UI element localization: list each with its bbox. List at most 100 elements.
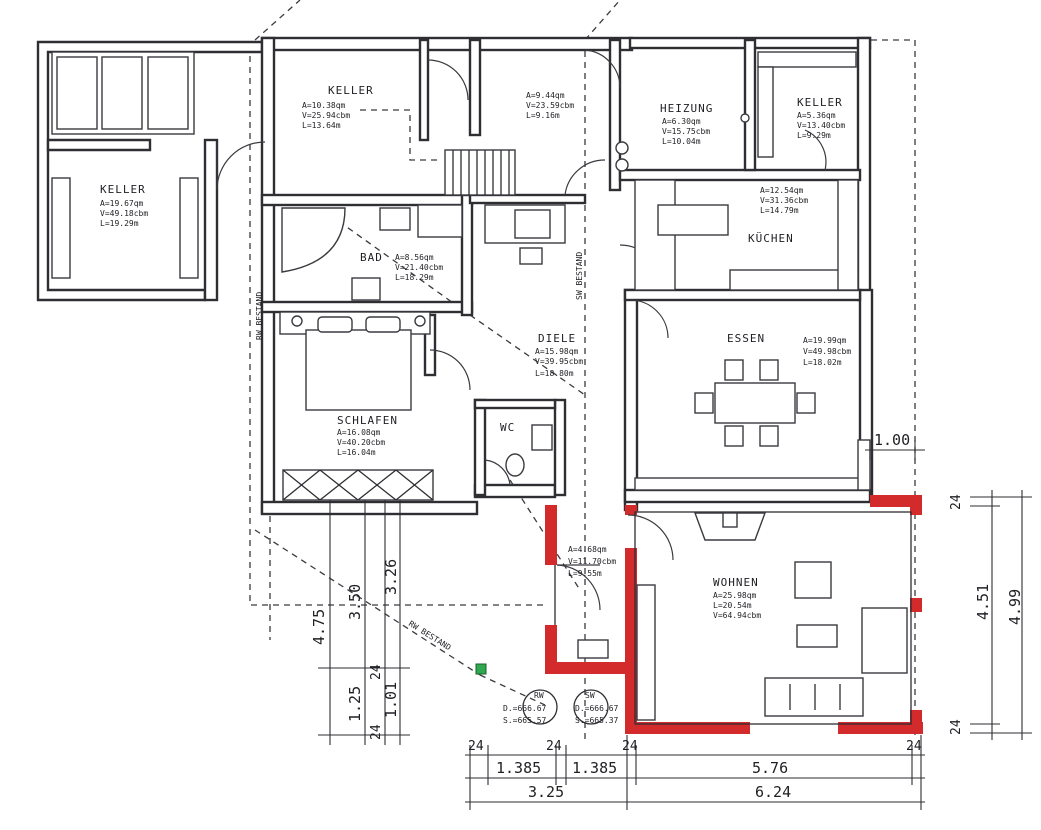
svg-text:V=49.18cbm: V=49.18cbm [100,209,148,218]
coffee-table [796,624,838,648]
dim-325: 3.25 [528,783,564,801]
rw-bestand-label-vertical: RW BESTAND [255,292,264,340]
svg-text:V=23.59cbm: V=23.59cbm [526,101,574,110]
room-kuechen: A=12.54qm V=31.36cbm L=14.79m KÜCHEN [748,186,808,245]
svg-text:V=13.40cbm: V=13.40cbm [797,121,845,130]
svg-text:L=9.29m: L=9.29m [797,131,831,140]
doors [216,49,827,611]
room-wc: WC [500,421,515,434]
dim-right-24-bottom: 24 [949,719,964,735]
dim-24-a: 24 [468,739,484,754]
svg-text:KÜCHEN: KÜCHEN [748,232,794,245]
double-bed [305,329,412,411]
sw-bestand-label: SW BESTAND [575,252,584,300]
survey-marker [475,663,487,675]
svg-text:L=10.04m: L=10.04m [662,137,701,146]
staircase [360,109,516,196]
svg-text:A=9.44qm: A=9.44qm [526,91,565,100]
dim-125: 1.25 [346,686,364,722]
svg-text:A=16.08qm: A=16.08qm [337,428,381,437]
svg-text:A=19.99qm: A=19.99qm [803,336,847,345]
dim-326: 3.26 [382,559,400,595]
svg-text:V=40.20cbm: V=40.20cbm [337,438,385,447]
manhole-rw [522,689,558,725]
room-keller-north: KELLER A=10.38qm V=25.94cbm L=13.64m [302,84,374,130]
svg-text:ESSEN: ESSEN [727,332,765,345]
room-wohnen: WOHNEN A=25.98qm L=20.54m V=64.94cbm [713,576,761,620]
dim-24-b: 24 [546,739,562,754]
svg-text:V=11.70cbm: V=11.70cbm [568,557,616,566]
svg-text:L=18.29m: L=18.29m [395,273,434,282]
svg-text:L=9.55m: L=9.55m [568,569,602,578]
svg-text:V=31.36cbm: V=31.36cbm [760,196,808,205]
dim-right-24-top: 24 [949,494,964,510]
svg-text:A=4.68qm: A=4.68qm [568,545,607,554]
dim-24-c: 24 [622,739,638,754]
manhole-rw-s: S.=665.57 [503,716,547,725]
svg-text:DIELE: DIELE [538,332,576,345]
svg-text:A=5.36qm: A=5.36qm [797,111,836,120]
svg-text:WC: WC [500,421,515,434]
svg-text:BAD: BAD [360,251,383,264]
dim-350: 3.50 [346,584,364,620]
dim-475: 4.75 [310,609,328,645]
manhole-sw [573,689,609,725]
svg-text:L=18.02m: L=18.02m [803,358,842,367]
dim-left-24-a: 24 [369,664,384,680]
armchair [794,561,832,599]
new-walls [545,495,923,734]
dining-table [714,382,796,424]
sofa-bottom [764,677,864,717]
shower [417,204,463,238]
svg-text:A=6.30qm: A=6.30qm [662,117,701,126]
manhole-sw-s: S.=665.37 [575,716,619,725]
bad-sink [379,207,411,231]
svg-text:L=16.04m: L=16.04m [337,448,376,457]
svg-text:V=21.40cbm: V=21.40cbm [395,263,443,272]
room-bad: BAD A=8.56qm V=21.40cbm L=18.29m [360,251,443,282]
room-essen: ESSEN A=19.99qm V=49.98cbm L=18.02m [727,332,851,367]
corner-bathtub [281,207,346,273]
dim-100: 1.00 [874,431,910,449]
dim-451: 4.51 [974,584,992,620]
room-keller-east: KELLER A=5.36qm V=13.40cbm L=9.29m [797,96,845,140]
svg-text:L=19.29m: L=19.29m [100,219,139,228]
svg-text:V=49.98cbm: V=49.98cbm [803,347,851,356]
svg-text:V=39.95cbm: V=39.95cbm [535,357,583,366]
svg-text:V=15.75cbm: V=15.75cbm [662,127,710,136]
svg-text:A=8.56qm: A=8.56qm [395,253,434,262]
sofa-right [861,607,908,674]
svg-text:A=15.98qm: A=15.98qm [535,347,579,356]
svg-text:WOHNEN: WOHNEN [713,576,759,589]
room-schlafen: SCHLAFEN A=16.08qm V=40.20cbm L=16.04m [337,414,398,457]
room-keller-west: KELLER A=19.67qm V=49.18cbm L=19.29m [100,183,148,228]
dimension-lines [318,440,1032,810]
dim-1385-a: 1.385 [496,759,541,777]
manhole-rw-d: D.=666.67 [503,704,547,713]
svg-text:V=64.94cbm: V=64.94cbm [713,611,761,620]
svg-text:A=25.98qm: A=25.98qm [713,591,757,600]
svg-text:HEIZUNG: HEIZUNG [660,102,713,115]
dim-101: 1.01 [382,682,400,718]
svg-text:L=9.16m: L=9.16m [526,111,560,120]
dim-1385-b: 1.385 [572,759,617,777]
room-stair: A=9.44qm V=23.59cbm L=9.16m [526,91,574,120]
svg-text:V=25.94cbm: V=25.94cbm [302,111,350,120]
svg-text:A=19.67qm: A=19.67qm [100,199,144,208]
room-vorraum: A=4.68qm V=11.70cbm L=9.55m [568,545,616,578]
furniture [51,51,908,721]
svg-text:KELLER: KELLER [797,96,843,109]
svg-text:KELLER: KELLER [328,84,374,97]
room-heizung: HEIZUNG A=6.30qm V=15.75cbm L=10.04m [660,102,713,146]
svg-text:L=14.79m: L=14.79m [760,206,799,215]
svg-text:SCHLAFEN: SCHLAFEN [337,414,398,427]
svg-text:A=12.54qm: A=12.54qm [760,186,804,195]
manhole-sw-label: SW [585,691,595,700]
manhole-sw-d: D.=666.67 [575,704,619,713]
dim-left-24-b: 24 [369,724,384,740]
svg-text:L=20.54m: L=20.54m [713,601,752,610]
dim-24-d: 24 [906,739,922,754]
dim-499: 4.99 [1006,589,1024,625]
